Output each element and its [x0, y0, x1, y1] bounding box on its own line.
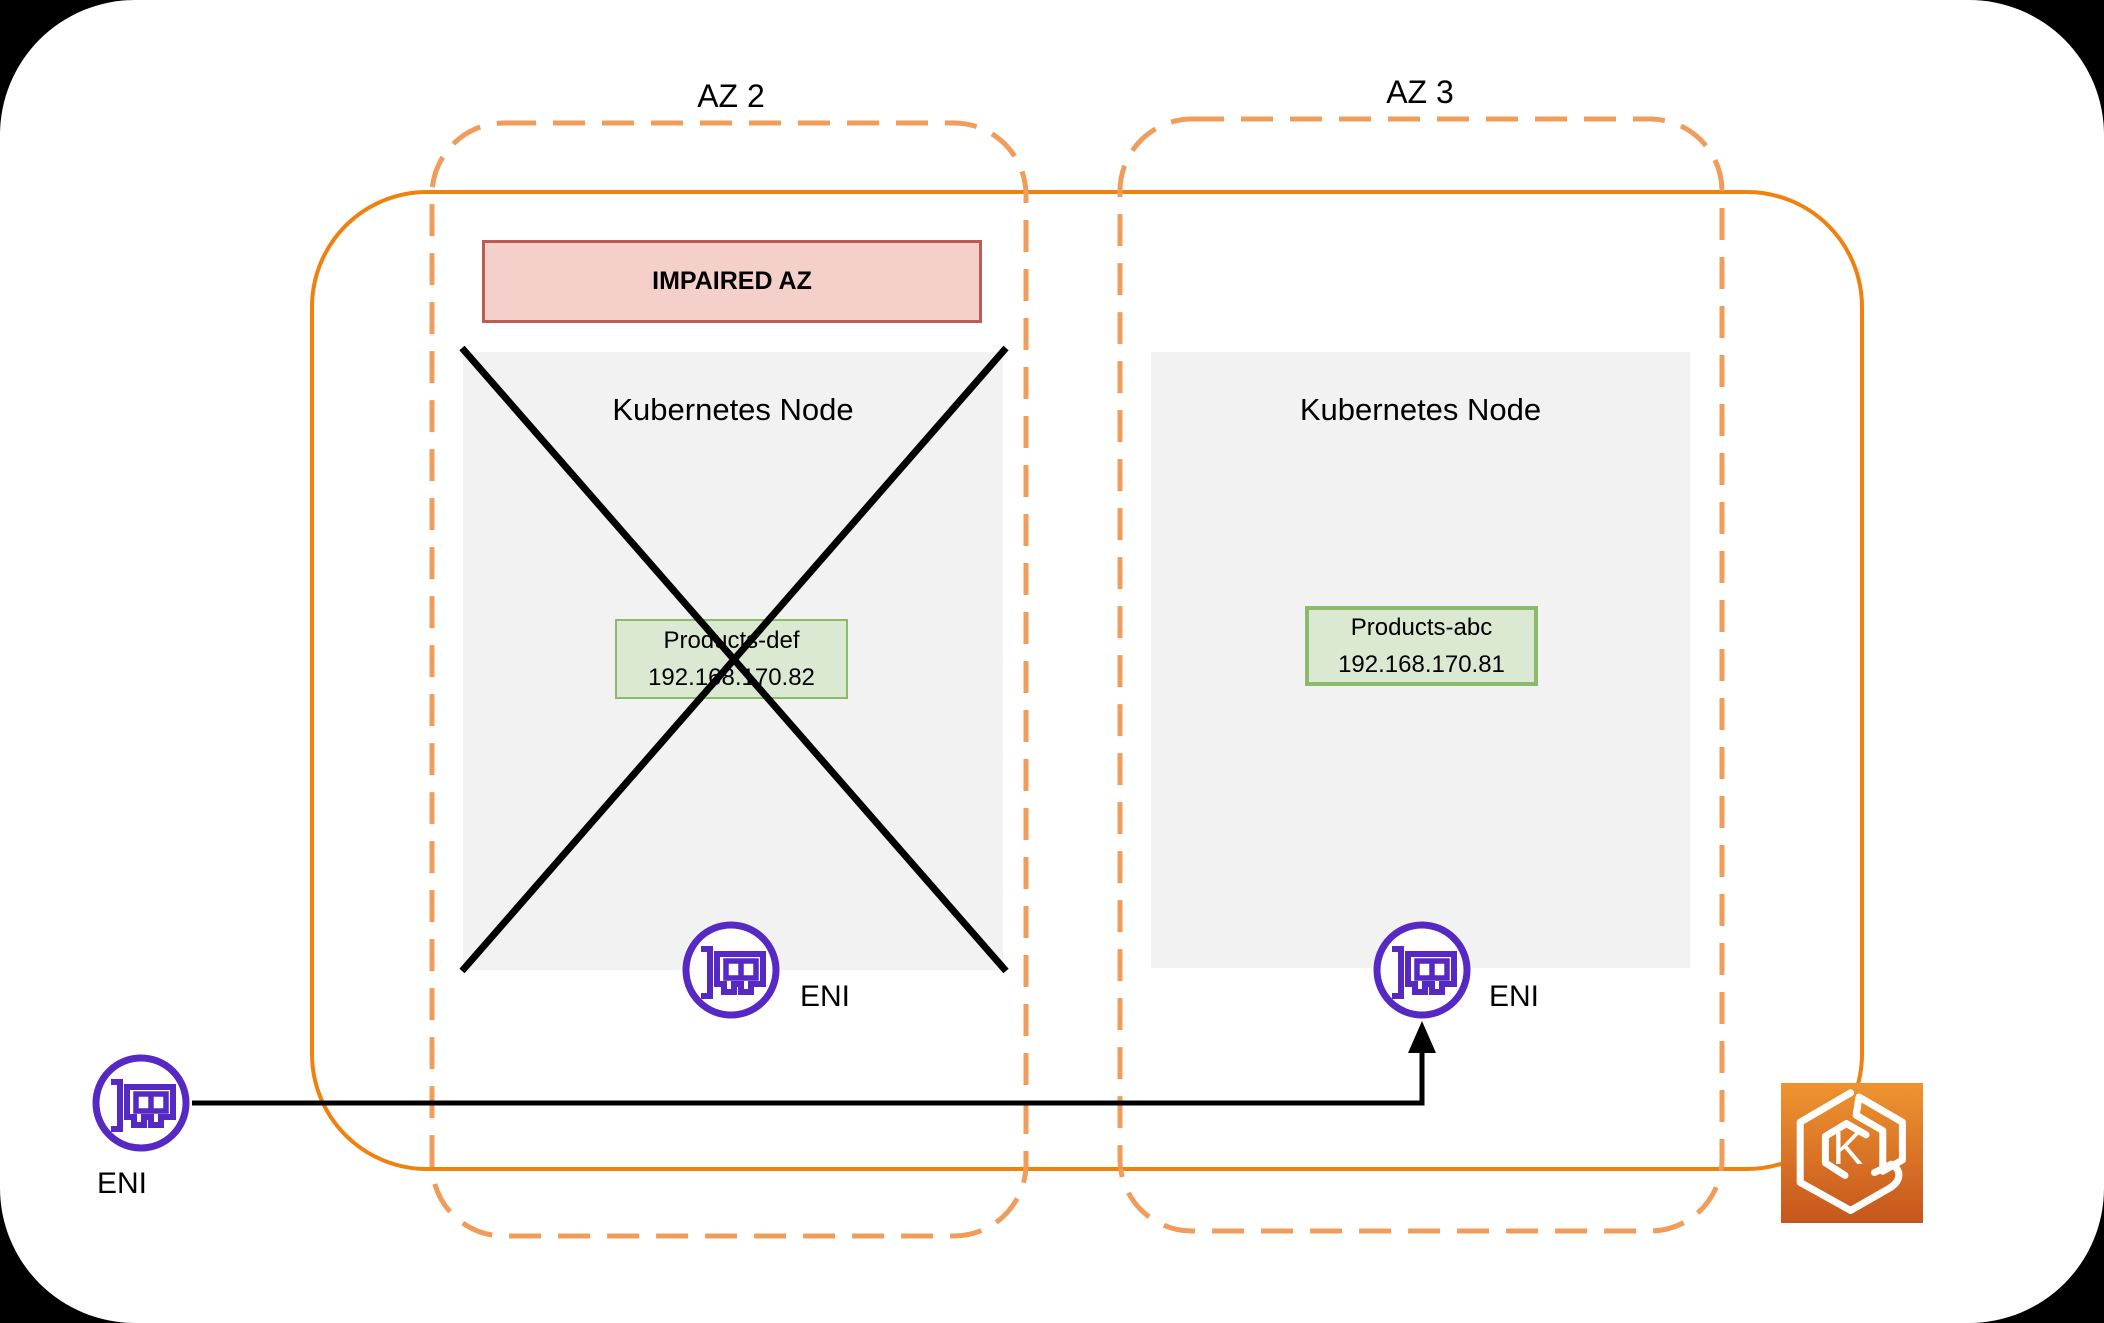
- eni-icon-az3: [1370, 918, 1474, 1022]
- pod-products-def-ip: 192.168.170.82: [648, 663, 815, 691]
- pod-products-abc-ip: 192.168.170.81: [1338, 650, 1505, 678]
- az3-label: AZ 3: [1386, 74, 1454, 110]
- pod-products-abc-name: Products-abc: [1350, 613, 1493, 641]
- eni-icon-az2: [679, 918, 783, 1022]
- kubernetes-node-az3-title: Kubernetes Node: [1299, 392, 1542, 427]
- eni-label-external: ENI: [97, 1167, 148, 1200]
- az2-label: AZ 2: [697, 78, 765, 114]
- pod-products-abc: Products-abc 192.168.170.81: [1305, 606, 1538, 686]
- kubernetes-node-az2-title: Kubernetes Node: [612, 392, 854, 427]
- network-card-icon: [1373, 921, 1471, 1019]
- eks-letter: K: [1832, 1122, 1863, 1174]
- network-card-icon: [682, 921, 780, 1019]
- amazon-eks-icon: K: [1781, 1083, 1923, 1223]
- impaired-az-banner-text: IMPAIRED AZ: [652, 267, 812, 295]
- eks-hexagon-k-glyph: K: [1796, 1089, 1906, 1214]
- eni-label-az2: ENI: [800, 980, 851, 1013]
- network-card-icon: [92, 1054, 190, 1152]
- pod-products-def: Products-def 192.168.170.82: [615, 619, 848, 699]
- impaired-az-banner: IMPAIRED AZ: [482, 240, 982, 323]
- pod-products-def-name: Products-def: [663, 626, 800, 654]
- eni-icon-external: [89, 1051, 193, 1155]
- eni-label-az3: ENI: [1489, 980, 1540, 1013]
